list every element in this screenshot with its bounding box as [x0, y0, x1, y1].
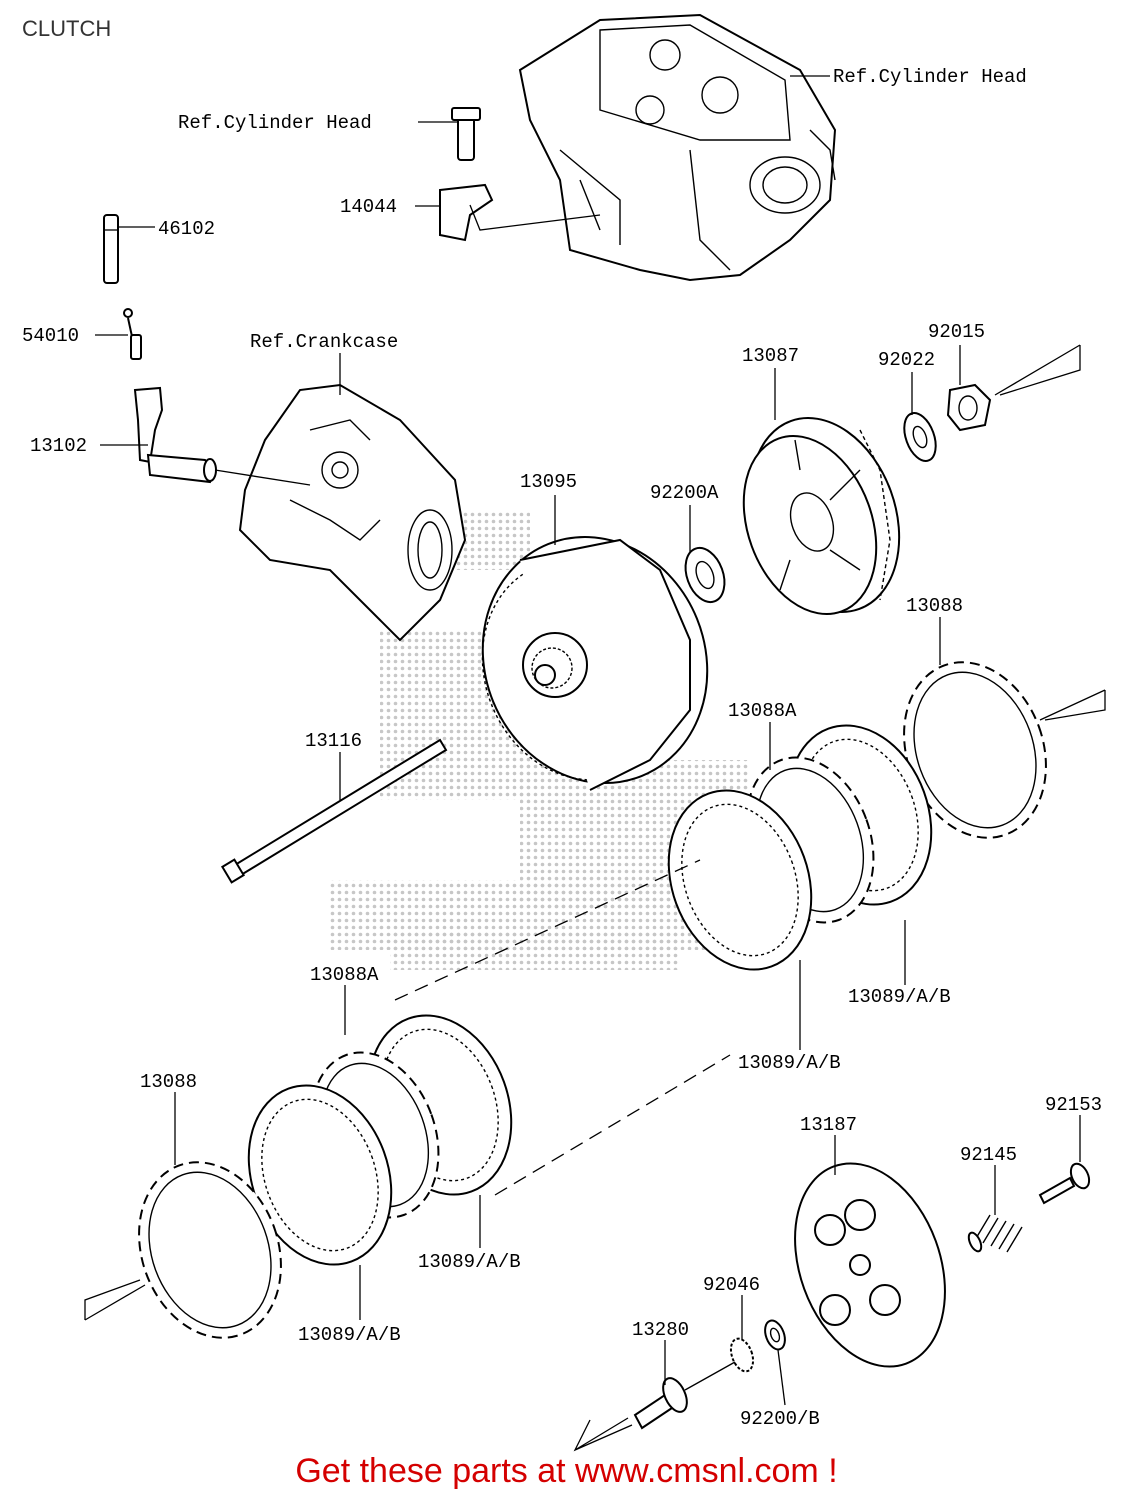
alignment-line-lower: [494, 1054, 731, 1196]
label-13116: 13116: [305, 730, 362, 752]
label-ref-cylinder-head-left: Ref.Cylinder Head: [178, 112, 372, 134]
label-13095: 13095: [520, 471, 577, 493]
label-92200b: 92200/B: [740, 1408, 820, 1430]
crankcase-part: [238, 383, 467, 642]
friction-plate-13088-right: [903, 661, 1106, 839]
label-92153: 92153: [1045, 1094, 1102, 1116]
label-13089-right-2: 13089/A/B: [738, 1052, 841, 1074]
footer-link-text[interactable]: Get these parts at www.cmsnl.com !: [295, 1452, 838, 1490]
friction-plate-13088-left: [84, 1161, 282, 1339]
label-92046: 92046: [703, 1274, 760, 1296]
nut-92015: [946, 344, 1081, 432]
pusher-13280: [573, 1361, 736, 1452]
label-13089-left-1: 13089/A/B: [418, 1251, 521, 1273]
shaft-13116: [220, 738, 448, 884]
alignment-line-upper: [394, 859, 701, 1001]
label-13088-left: 13088: [140, 1071, 197, 1093]
pin-46102: [103, 214, 119, 284]
cylinder-head-part: [518, 13, 837, 282]
label-54010: 54010: [22, 325, 79, 347]
collar-92200a: [684, 546, 726, 604]
label-13089-left-2: 13089/A/B: [298, 1324, 401, 1346]
rod-54010: [123, 308, 142, 360]
pressure-plate-13187: [794, 1162, 946, 1368]
label-14044: 14044: [340, 196, 397, 218]
label-13089-right-1: 13089/A/B: [848, 986, 951, 1008]
label-ref-crankcase: Ref.Crankcase: [250, 331, 398, 353]
bearing-92046: [729, 1337, 755, 1373]
steel-plate-13089-right-b: [667, 789, 813, 971]
spring-92145: [967, 1214, 1023, 1253]
label-13102: 13102: [30, 435, 87, 457]
label-ref-cylinder-head-right: Ref.Cylinder Head: [833, 66, 1027, 88]
label-92200a: 92200A: [650, 482, 719, 504]
diagram-title: CLUTCH: [22, 16, 112, 41]
label-13088a-right: 13088A: [728, 700, 797, 722]
bracket-14044: [439, 107, 601, 242]
label-13187: 13187: [800, 1114, 857, 1136]
clutch-housing-13095: [481, 535, 709, 791]
lever-13102: [133, 386, 311, 486]
label-92022: 92022: [878, 349, 935, 371]
clutch-hub-13087: [742, 417, 901, 616]
label-13087: 13087: [742, 345, 799, 367]
bolt-92153: [1038, 1162, 1091, 1205]
label-92015: 92015: [928, 321, 985, 343]
leader-lines: [95, 75, 1081, 1406]
washer-92022: [903, 412, 937, 462]
label-46102: 46102: [158, 218, 215, 240]
label-13088a-left: 13088A: [310, 964, 379, 986]
label-13088-right: 13088: [906, 595, 963, 617]
label-13280: 13280: [632, 1319, 689, 1341]
label-92145: 92145: [960, 1144, 1017, 1166]
watermark-logo: [330, 510, 750, 970]
washer-92200b: [764, 1319, 786, 1351]
